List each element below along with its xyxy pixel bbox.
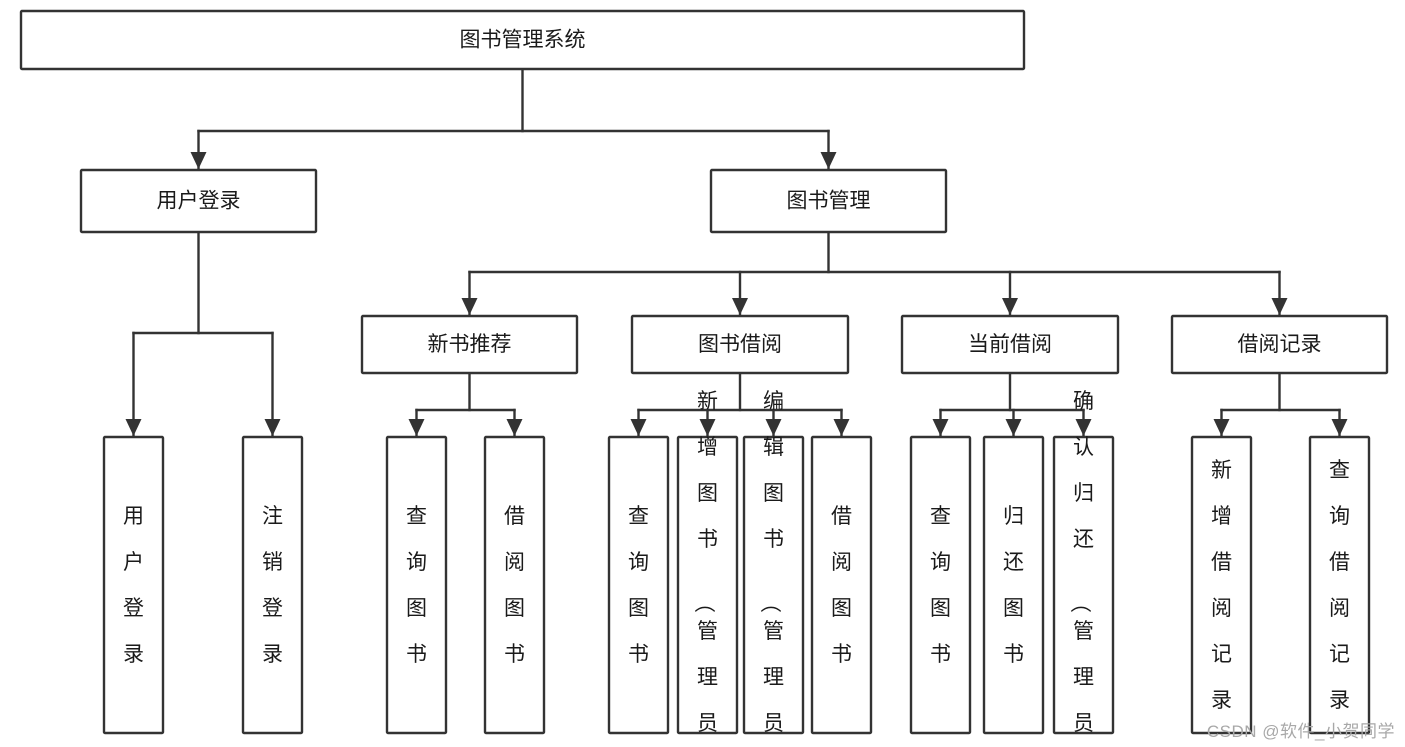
node-rect[interactable] <box>676 435 739 735</box>
leaf-label: 确认归还（管理员） <box>1068 390 1094 747</box>
node-rect[interactable] <box>241 435 304 735</box>
node-rect[interactable] <box>1052 435 1115 735</box>
arrow-head <box>1075 419 1092 436</box>
node-rect[interactable] <box>810 435 873 735</box>
leaf-label: 借阅图书 <box>504 505 525 666</box>
leaf-label: 新增图书（管理员） <box>692 390 718 747</box>
node-rect[interactable] <box>79 168 318 234</box>
node-leaf-add-book[interactable]: 新增图书（管理员） <box>676 390 739 747</box>
node-rect[interactable] <box>909 435 972 735</box>
csdn-watermark: CSDN @软件_小贺同学 <box>1206 722 1395 741</box>
node-book-borrow[interactable]: 图书借阅 <box>630 314 850 375</box>
leaf-label: 查询借阅记录 <box>1329 459 1350 712</box>
node-rect[interactable] <box>1190 435 1253 735</box>
node-label: 新书推荐 <box>428 333 512 356</box>
node-leaf-edit-book[interactable]: 编辑图书（管理员） <box>742 390 805 747</box>
leaf-label: 查询图书 <box>628 505 649 666</box>
arrow-head <box>461 298 478 315</box>
node-rect[interactable] <box>1170 314 1389 375</box>
node-book-manage[interactable]: 图书管理 <box>709 168 948 234</box>
arrow-head <box>732 298 748 315</box>
node-leaf-query-book-2[interactable]: 查询图书 <box>607 435 670 735</box>
node-leaf-logout[interactable]: 注销登录 <box>241 435 304 735</box>
node-label: 图书借阅 <box>698 333 782 356</box>
arrow-head <box>506 419 523 436</box>
arrow-head <box>699 419 716 436</box>
node-leaf-return-book[interactable]: 归还图书 <box>982 435 1045 735</box>
arrow-head <box>1331 419 1348 436</box>
leaf-label: 借阅图书 <box>831 505 852 666</box>
node-boxes: 图书管理系统用户登录图书管理新书推荐图书借阅当前借阅借阅记录用户登录注销登录查询… <box>19 9 1389 747</box>
node-label: 图书管理 <box>787 190 871 213</box>
node-rect[interactable] <box>982 435 1045 735</box>
node-leaf-query-book-1[interactable]: 查询图书 <box>385 435 448 735</box>
node-rect[interactable] <box>709 168 948 234</box>
leaf-label: 编辑图书（管理员） <box>758 390 784 747</box>
leaf-label: 查询图书 <box>406 505 427 666</box>
node-leaf-borrow-book-2[interactable]: 借阅图书 <box>810 435 873 735</box>
arrow-head <box>1005 419 1022 436</box>
node-user-login[interactable]: 用户登录 <box>79 168 318 234</box>
node-new-book-recommend[interactable]: 新书推荐 <box>360 314 579 375</box>
node-rect[interactable] <box>900 314 1120 375</box>
node-label: 图书管理系统 <box>460 29 586 52</box>
node-leaf-user-login[interactable]: 用户登录 <box>102 435 165 735</box>
node-borrow-record[interactable]: 借阅记录 <box>1170 314 1389 375</box>
node-rect[interactable] <box>102 435 165 735</box>
leaf-label: 注销登录 <box>262 505 283 666</box>
node-label: 借阅记录 <box>1238 333 1322 356</box>
node-rect[interactable] <box>483 435 546 735</box>
node-rect[interactable] <box>742 435 805 735</box>
arrow-head <box>264 419 281 436</box>
arrow-head <box>125 419 142 436</box>
connector-edges <box>125 67 1348 437</box>
node-leaf-query-record[interactable]: 查询借阅记录 <box>1308 435 1371 735</box>
node-label: 当前借阅 <box>968 333 1052 356</box>
arrow-head <box>820 152 837 169</box>
arrow-head <box>630 419 647 436</box>
arrow-head <box>1271 298 1288 315</box>
leaf-label: 查询图书 <box>930 505 951 666</box>
leaf-label: 新增借阅记录 <box>1211 459 1232 712</box>
arrow-head <box>833 419 850 436</box>
leaf-label: 归还图书 <box>1003 505 1024 666</box>
arrow-head <box>1002 298 1018 315</box>
arrow-head <box>1213 419 1230 436</box>
node-label: 用户登录 <box>157 190 241 213</box>
leaf-label: 用户登录 <box>123 505 144 666</box>
node-root[interactable]: 图书管理系统 <box>19 9 1026 71</box>
node-rect[interactable] <box>607 435 670 735</box>
node-current-borrow[interactable]: 当前借阅 <box>900 314 1120 375</box>
node-rect[interactable] <box>630 314 850 375</box>
arrow-head <box>408 419 425 436</box>
node-rect[interactable] <box>1308 435 1371 735</box>
node-leaf-query-book-3[interactable]: 查询图书 <box>909 435 972 735</box>
node-rect[interactable] <box>360 314 579 375</box>
node-leaf-borrow-book-1[interactable]: 借阅图书 <box>483 435 546 735</box>
node-rect[interactable] <box>19 9 1026 71</box>
arrow-head <box>932 419 949 436</box>
node-rect[interactable] <box>385 435 448 735</box>
node-leaf-add-record[interactable]: 新增借阅记录 <box>1190 435 1253 735</box>
arrow-head <box>765 419 782 436</box>
node-leaf-confirm-return[interactable]: 确认归还（管理员） <box>1052 390 1115 747</box>
arrow-head <box>190 152 207 169</box>
